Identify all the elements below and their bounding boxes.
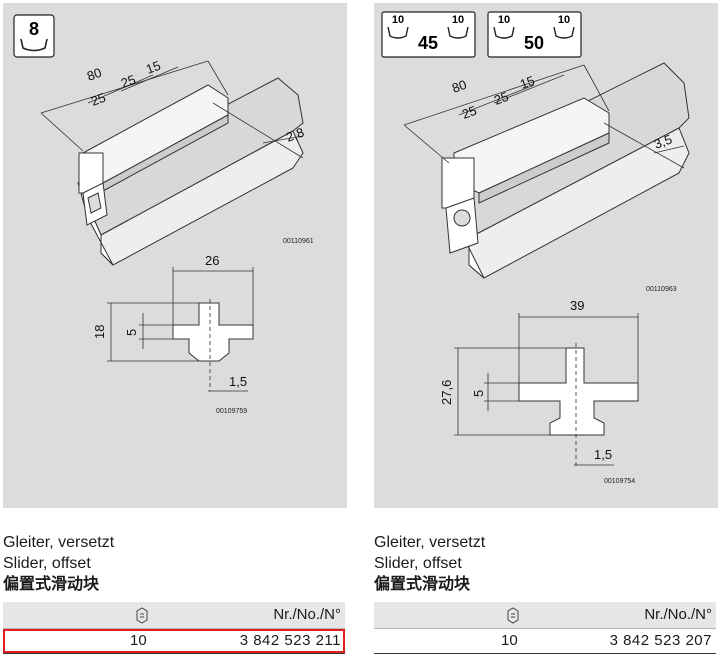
column-number-header: Nr./No./N° [273,606,341,623]
svg-text:10: 10 [558,14,570,26]
svg-text:80: 80 [85,65,104,84]
left-order-table: Nr./No./N° 10 3 842 523 211 [3,602,345,654]
svg-text:50: 50 [524,33,544,53]
row-quantity: 10 [130,632,147,649]
svg-text:27,6: 27,6 [439,380,454,405]
table-header: Nr./No./N° [374,602,716,629]
svg-text:25: 25 [119,72,138,91]
svg-text:5: 5 [124,329,139,336]
title-zh: 偏置式滑动块 [3,576,100,593]
svg-text:2,8: 2,8 [284,125,306,145]
column-number-header: Nr./No./N° [644,606,712,623]
left-caption: Gleiter, versetzt Slider, offset 偏置式滑动块 [3,532,114,595]
iso-dimension-lines [40,60,304,159]
svg-text:15: 15 [144,58,163,77]
svg-text:00109754: 00109754 [604,478,635,485]
svg-text:00110961: 00110961 [283,238,314,245]
svg-text:80: 80 [450,77,469,96]
svg-text:1,5: 1,5 [229,374,247,389]
svg-text:25: 25 [89,90,108,109]
svg-text:18: 18 [92,325,107,339]
title-en: Slider, offset [3,555,91,572]
title-de: Gleiter, versetzt [374,534,486,551]
svg-text:15: 15 [518,73,537,92]
profile-50-icon: 10 10 50 [487,11,582,58]
row-part-number: 3 842 523 207 [609,632,712,649]
svg-text:25: 25 [460,103,479,122]
row-part-number: 3 842 523 211 [239,632,341,649]
row-quantity: 10 [501,632,518,649]
right-product-drawing: 10 10 45 10 10 50 [374,3,718,508]
svg-text:8: 8 [29,19,39,39]
iso-profile-drawing [441,62,690,279]
profile-45-icon: 10 10 45 [381,11,476,58]
title-zh: 偏置式滑动块 [374,576,471,593]
svg-text:10: 10 [498,14,510,26]
profile-8-icon: 8 [13,14,55,58]
title-de: Gleiter, versetzt [3,534,115,551]
package-quantity-icon [507,607,519,624]
svg-text:10: 10 [392,14,404,26]
svg-text:00110963: 00110963 [646,286,677,293]
table-row[interactable]: 10 3 842 523 211 [3,629,345,653]
right-caption: Gleiter, versetzt Slider, offset 偏置式滑动块 [374,532,485,595]
svg-text:39: 39 [570,298,584,313]
left-product-drawing: 8 80 25 25 15 2,8 00110961 [3,3,347,508]
svg-text:26: 26 [205,253,219,268]
svg-text:10: 10 [452,14,464,26]
table-header: Nr./No./N° [3,602,345,629]
cross-section-drawing [107,267,254,392]
svg-text:25: 25 [492,89,511,108]
svg-text:00109759: 00109759 [216,408,247,415]
svg-text:3,5: 3,5 [652,132,674,152]
svg-text:5: 5 [471,390,486,397]
svg-text:45: 45 [418,33,438,53]
cross-section-drawing [454,313,639,468]
svg-text:1,5: 1,5 [594,447,612,462]
iso-dimension-lines [403,64,685,169]
right-order-table: Nr./No./N° 10 3 842 523 207 [374,602,716,654]
table-row[interactable]: 10 3 842 523 207 [374,629,716,653]
title-en: Slider, offset [374,555,462,572]
package-quantity-icon [136,607,148,624]
iso-profile-drawing [77,77,304,266]
